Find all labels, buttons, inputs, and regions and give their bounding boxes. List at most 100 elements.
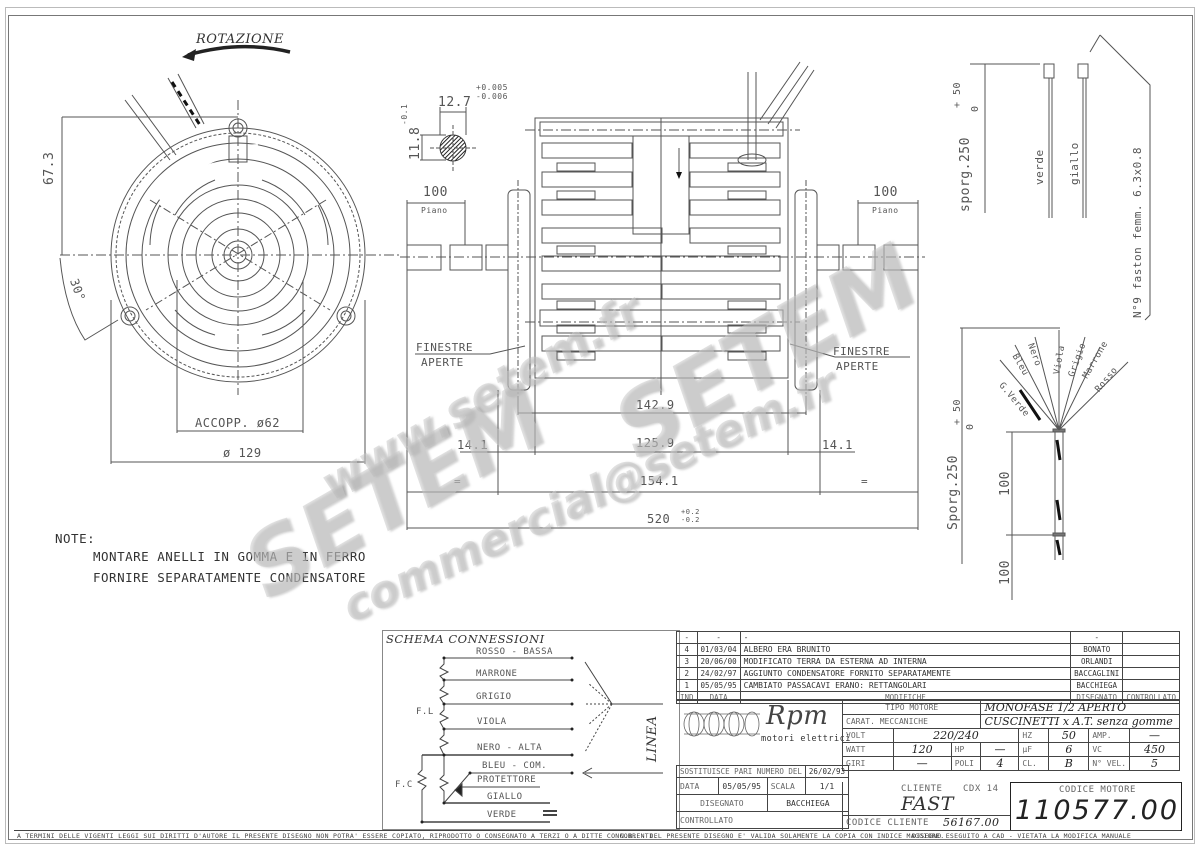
revision-row: - - - - <box>676 631 1180 644</box>
rev-checked-by <box>1122 631 1180 644</box>
poli-label: POLI <box>950 756 982 771</box>
schema-wire-rosso: ROSSO - BASSA <box>476 647 553 657</box>
carat-label: CARAT. MECCANICHE <box>841 714 982 729</box>
codice-cliente-value: 56167.00 <box>943 816 1000 829</box>
window-right-line1: FINESTRE <box>833 345 890 358</box>
data-label: DATA <box>675 777 720 795</box>
volt-label: VOLT <box>842 728 894 743</box>
cliente-value: FAST <box>901 793 954 815</box>
giri-value: — <box>892 756 952 771</box>
motor-logo-icon <box>683 711 760 737</box>
schema-label-fc: F.C <box>395 780 413 790</box>
rev-description: ALBERO ERA BRUNITO <box>739 643 1072 656</box>
schema-wire-grigio: GRIGIO <box>476 692 512 702</box>
hz-value: 50 <box>1048 728 1090 743</box>
notes-line1: MONTARE ANELLI IN GOMMA E IN FERRO <box>93 549 366 564</box>
logo-text: Rpm <box>766 701 829 731</box>
rev-ind: 4 <box>676 643 698 656</box>
uf-label: µF <box>1018 742 1050 757</box>
rev-checked-by <box>1122 655 1180 668</box>
rev-checked-by <box>1122 667 1180 680</box>
carat-value: CUSCINETTI x A.T. senza gomme <box>980 714 1180 729</box>
dim-equal-right: = <box>861 475 869 488</box>
rev-date: - <box>696 631 741 644</box>
rev-date: 20/06/00 <box>696 655 741 668</box>
schema-wire-bleu: BLEU - COM. <box>482 761 548 771</box>
watt-value: 120 <box>892 742 952 757</box>
amp-label: AMP. <box>1088 728 1131 743</box>
watt-label: WATT <box>842 742 894 757</box>
cliente-code: CDX 14 <box>963 784 999 794</box>
codice-cliente-label: CODICE CLIENTE <box>846 818 929 828</box>
rev-description: AGGIUNTO CONDENSATORE FORNITO SEPARATAME… <box>739 667 1072 680</box>
dim-14-1-right: 14.1 <box>822 438 853 452</box>
schema-wire-protettore: PROTETTORE <box>477 775 537 785</box>
footer-copyright: A TERMINI DELLE VIGENTI LEGGI SUI DIRITT… <box>17 832 658 840</box>
dim-125-9: 125.9 <box>636 436 675 450</box>
data-value: 05/05/95 <box>718 777 768 795</box>
rev-ind: 1 <box>676 679 698 692</box>
scala-label: SCALA <box>766 777 806 795</box>
company-logo: Rpm motori elettrici <box>676 699 850 765</box>
cl-value: B <box>1048 756 1090 771</box>
client-block: CLIENTE CDX 14 FAST CODICE CLIENTE 56167… <box>842 782 1011 831</box>
connection-schema-panel <box>382 630 680 830</box>
sheet-outer-border <box>5 7 1195 844</box>
codice-motore-value: 110577.00 <box>1015 795 1180 826</box>
schema-wire-nero: NERO - ALTA <box>477 743 543 753</box>
motor-code-block: CODICE MOTORE 110577.00 <box>1010 782 1182 831</box>
dim-coupling-62: ACCOPP. ø62 <box>195 416 280 430</box>
sostituisce-value: 26/02/93 <box>804 765 850 778</box>
motor-spec-table: TIPO MOTORE MONOFASE 1/2 APERTO CARAT. M… <box>841 699 1180 771</box>
rev-date: 05/05/95 <box>696 679 741 692</box>
rev-checked-by <box>1122 679 1180 692</box>
rev-drawn-by: - <box>1070 631 1124 644</box>
drawing-info-table: SOSTITUISCE PARI NUMERO DEL 26/02/93 DAT… <box>675 765 850 829</box>
vc-value: 450 <box>1129 742 1180 757</box>
logo-subtext: motori elettrici <box>761 734 851 744</box>
nvel-value: 5 <box>1129 756 1180 771</box>
rev-description: CAMBIATO PASSACAVI ERANO: RETTANGOLARI <box>739 679 1072 692</box>
dim-equal-left: = <box>454 475 462 488</box>
dim-flat-left-100: 100 <box>423 185 448 200</box>
disegnato-label: DISEGNATO <box>676 794 768 812</box>
vc-label: VC <box>1088 742 1131 757</box>
dim-520-tol-lower: -0.2 <box>681 516 700 524</box>
rev-date: 24/02/97 <box>696 667 741 680</box>
schema-wire-viola: VIOLA <box>477 717 507 727</box>
hp-label: HP <box>950 742 982 757</box>
volt-value: 220/240 <box>892 728 1020 743</box>
footer-nb: N.B. - DEL PRESENTE DISEGNO E' VALIDA SO… <box>620 832 945 840</box>
sostituisce-label: SOSTITUISCE PARI NUMERO DEL <box>676 765 806 778</box>
hp-value: — <box>980 742 1020 757</box>
rev-drawn-by: BACCHIEGA <box>1070 679 1124 692</box>
sheet-inner-border <box>8 15 1193 840</box>
window-right-line2: APERTE <box>836 360 879 373</box>
dim-520: 520 <box>647 512 671 526</box>
cliente-label: CLIENTE <box>901 784 943 794</box>
window-left-line1: FINESTRE <box>416 341 473 354</box>
cl-label: CL. <box>1018 756 1050 771</box>
revision-table: - - - - 4 01/03/04 ALBERO ERA BRUNITO BO… <box>676 631 1180 704</box>
revision-row: 2 24/02/97 AGGIUNTO CONDENSATORE FORNITO… <box>676 667 1180 680</box>
rev-drawn-by: BACCAGLINI <box>1070 667 1124 680</box>
schema-label-linea: LINEA <box>645 715 660 762</box>
dim-diameter-129: ø 129 <box>223 446 262 460</box>
revision-row: 3 20/06/00 MODIFICATO TERRA DA ESTERNA A… <box>676 655 1180 668</box>
rev-drawn-by: ORLANDI <box>1070 655 1124 668</box>
nvel-label: N° VEL. <box>1088 756 1131 771</box>
hz-label: HZ <box>1018 728 1050 743</box>
rev-ind: 2 <box>676 667 698 680</box>
flat-left-label: Piano <box>421 206 448 215</box>
rev-date: 01/03/04 <box>696 643 741 656</box>
schema-wire-giallo: GIALLO <box>487 792 523 802</box>
giri-label: GIRI <box>842 756 894 771</box>
tipo-motore-value: MONOFASE 1/2 APERTO <box>980 699 1180 715</box>
dim-520-tol-upper: +0.2 <box>681 508 700 516</box>
poli-value: 4 <box>980 756 1020 771</box>
dim-shaft-12-7: 12.7 <box>438 95 472 110</box>
uf-value: 6 <box>1048 742 1090 757</box>
amp-value: — <box>1129 728 1180 743</box>
